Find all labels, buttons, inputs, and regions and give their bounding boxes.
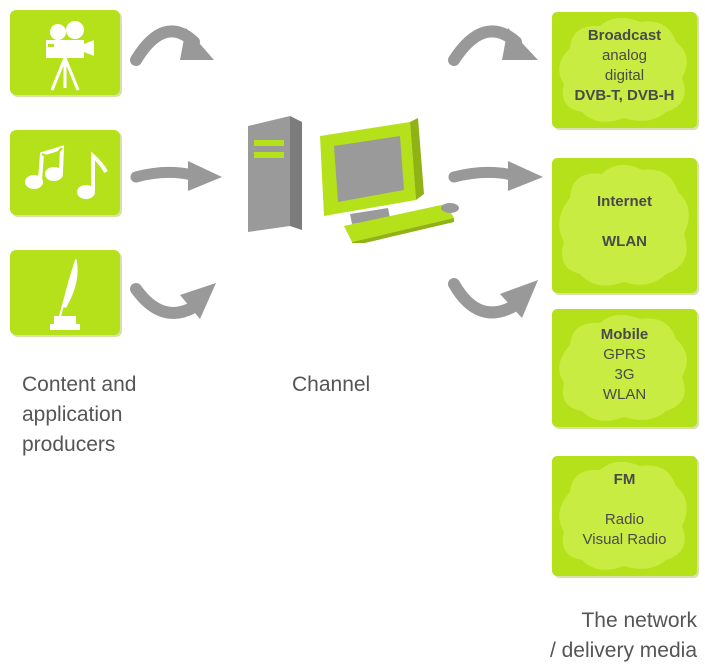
media-internet: Internet WLAN — [552, 158, 697, 293]
arrow-mid-left — [130, 161, 222, 191]
media-line: Radio — [604, 511, 645, 528]
media-mobile: Mobile GPRS 3G WLAN — [552, 309, 697, 427]
quill-pen-icon — [50, 258, 80, 330]
media-line: analog — [601, 47, 648, 64]
cloud-shape — [559, 164, 689, 286]
caption-line: The network — [581, 609, 697, 632]
caption-line: application — [22, 403, 123, 426]
media-line: Visual Radio — [582, 531, 667, 548]
media-title: Broadcast — [587, 27, 662, 44]
media-line: digital — [604, 67, 645, 84]
desktop-computer-icon — [248, 116, 459, 243]
media-line: WLAN — [602, 233, 647, 250]
arrow-bottom-left — [130, 283, 216, 319]
media-line: WLAN — [602, 386, 647, 403]
media-title: FM — [613, 471, 636, 488]
cloud-shape — [559, 314, 687, 421]
cloud-shape — [559, 461, 687, 570]
caption-line: / delivery media — [549, 639, 697, 662]
cloud-shape — [559, 17, 687, 122]
producer-tile-writing — [10, 250, 120, 335]
producer-tile-music — [10, 130, 120, 215]
caption-line: Content and — [22, 373, 137, 396]
producer-tile-video — [10, 10, 120, 95]
caption-line: producers — [22, 433, 116, 456]
producers-caption: Content and application producers — [22, 370, 136, 460]
media-line-bold: DVB-T, DVB-H — [574, 87, 675, 104]
media-line: 3G — [614, 366, 635, 383]
music-notes-icon — [25, 145, 108, 199]
arrow-top-left — [130, 25, 214, 66]
arrow-bottom-right — [448, 278, 538, 319]
media-fm: FM Radio Visual Radio — [552, 456, 697, 576]
media-title: Mobile — [600, 326, 649, 343]
channel-caption: Channel — [292, 373, 371, 396]
video-camera-icon — [46, 21, 94, 91]
arrow-mid-right — [448, 161, 543, 191]
media-broadcast: Broadcast analog digital DVB-T, DVB-H — [552, 12, 697, 128]
network-caption: The network / delivery media — [550, 606, 697, 666]
arrow-top-right — [448, 25, 538, 66]
media-title: Internet — [596, 193, 652, 210]
media-line: GPRS — [603, 346, 646, 363]
